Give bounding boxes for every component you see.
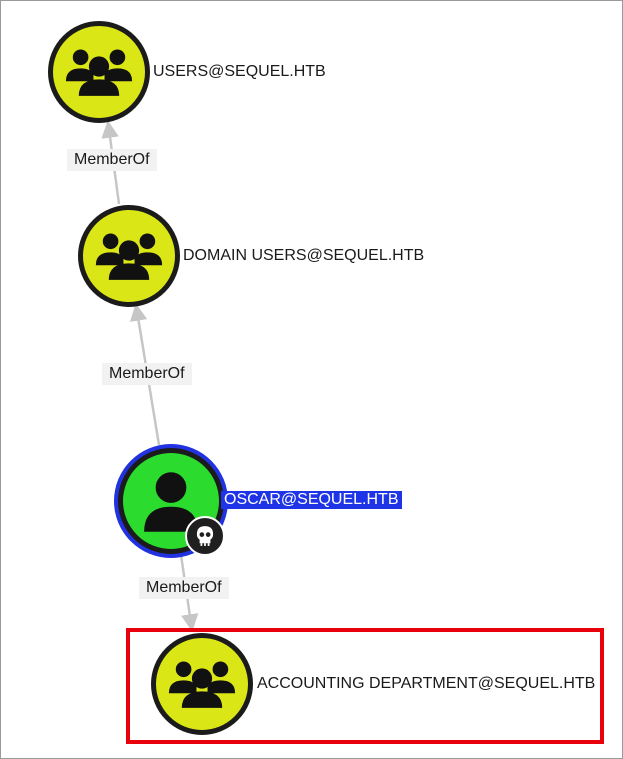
group-icon [65,49,133,96]
edge-label-memberof: MemberOf [102,363,192,385]
edge-label-memberof: MemberOf [67,149,157,171]
node-users-group[interactable] [48,21,150,123]
user-icon [144,472,198,532]
group-icon [95,233,163,280]
node-label: USERS@SEQUEL.HTB [153,63,326,80]
node-label: ACCOUNTING DEPARTMENT@SEQUEL.HTB [257,675,596,692]
node-label: DOMAIN USERS@SEQUEL.HTB [183,247,425,264]
node-label-selected: OSCAR@SEQUEL.HTB [221,491,402,509]
node-domain-users-group[interactable] [78,205,180,307]
edge-label-memberof: MemberOf [139,577,229,599]
skull-icon [196,526,214,546]
node-accounting-department-group[interactable] [151,633,253,735]
owned-badge [185,516,225,556]
highlight-box [126,628,604,744]
group-icon [168,661,236,708]
